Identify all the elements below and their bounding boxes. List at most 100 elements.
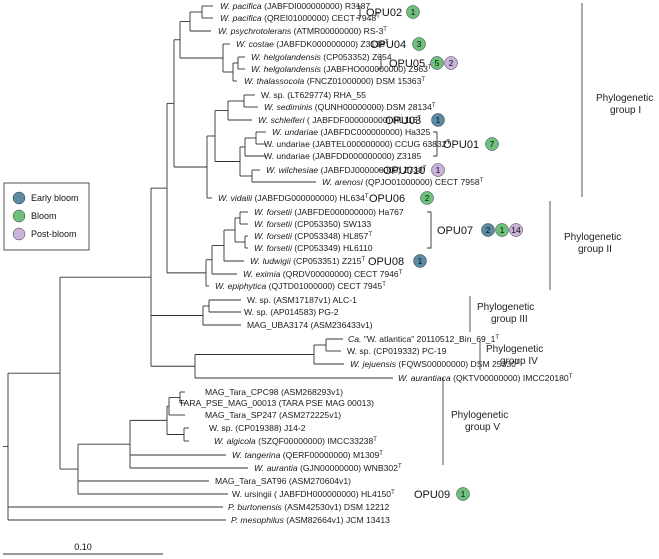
strain-info: (JABFDJ000000000) Z738 <box>318 165 423 175</box>
species-name: W. pacifica <box>220 1 262 11</box>
group-label: group III <box>491 314 528 325</box>
type-strain-mark: T <box>418 116 422 122</box>
leaf-label: MAG_Tara_SP247 (ASM272225v1) <box>205 410 341 420</box>
species-name: W. aurantia <box>254 463 298 473</box>
strain-info: ( JABFDF000000000) HL116 <box>304 115 417 125</box>
type-strain-mark: T <box>379 451 383 457</box>
strain-info: (QKTV00000000) IMCC20180 <box>451 373 569 383</box>
species-name: Ca. <box>348 334 361 344</box>
leaf-label: W. algicola (SZQF00000000) IMCC33238T <box>214 436 377 446</box>
type-strain-mark: T <box>376 14 380 20</box>
bloom-swatch <box>12 209 26 223</box>
strain-info: W. sp. (AP014583) PG-2 <box>244 307 339 317</box>
leaf-label: W. sp. (ASM17187v1) ALC-1 <box>247 295 357 305</box>
species-name: W. helgolandensis <box>251 64 322 74</box>
strain-info: (ASM42530v1) DSM 12212 <box>282 502 390 512</box>
species-name: W. forsetii <box>254 219 293 229</box>
strain-info: (ASM82664v1) JCM 13413 <box>284 515 390 525</box>
type-strain-mark: T <box>446 140 450 146</box>
group-label: group V <box>465 422 500 433</box>
early-bloom-swatch <box>12 191 26 205</box>
type-strain-mark: T <box>398 464 402 470</box>
leaf-label: W. undariae (JABFDD000000000) Z3185 <box>264 151 421 161</box>
strain-info: TARA_PSE_MAG_00013 (TARA PSE MAG 00013) <box>179 398 374 408</box>
strain-info: W. sp. (CP019332) PC-19 <box>347 346 447 356</box>
legend-label: Bloom <box>31 211 57 221</box>
species-name: W. forsetii <box>254 243 293 253</box>
type-strain-mark: T <box>432 103 436 109</box>
strain-info: (CP053348) HL857 <box>292 231 369 241</box>
bloom-count-badge <box>420 191 434 205</box>
leaf-label: P. mesophilus (ASM82664v1) JCM 13413 <box>231 515 390 525</box>
strain-info: W. undariae (JABTEL000000000) CCUG 63832 <box>264 139 447 149</box>
bloom-count-badge <box>431 163 445 177</box>
bloom-count-value: 2 <box>449 58 454 68</box>
species-name: W. wilchesiae <box>266 165 318 175</box>
leaf-label: W. schleiferi ( JABFDF000000000) HL116T <box>258 115 422 125</box>
leaf-label: W. tangerina (QERF00000000) M1309T <box>232 450 383 460</box>
bloom-count-value: 1 <box>436 165 441 175</box>
leaf-label: P. burtonensis (ASM42530v1) DSM 12212 <box>228 502 390 512</box>
leaf-label: W. ursingii ( JABFDH000000000) HL4150T <box>232 489 395 499</box>
opu-label: OPU05 <box>389 58 425 70</box>
leaf-label: W. pacifica (JABFDI000000000) R3187 <box>220 1 370 11</box>
bloom-count-value: 1 <box>500 225 505 235</box>
type-strain-mark: T <box>383 27 387 33</box>
species-name: W. vidalii <box>218 193 253 203</box>
strain-info: (CP053351) Z215 <box>291 256 362 266</box>
leaf-label: W. undariae (JABFDC000000000) Ha325 <box>272 127 430 137</box>
species-name: P. mesophilus <box>231 515 285 525</box>
leaf-label: W. forsetii (CP053350) SW133 <box>254 219 371 229</box>
leaf-label: W. sp. (AP014583) PG-2 <box>244 307 339 317</box>
leaf-label: W. forsetii (JABFDE000000000) Ha767 <box>254 207 404 217</box>
species-name: W. schleiferi <box>258 115 306 125</box>
leaf-label: W. costae (JABFDK000000000) Z3138T <box>236 39 389 49</box>
leaf-label: W. sp. (CP019332) PC-19 <box>347 346 447 356</box>
strain-info: W. sp. (ASM17187v1) ALC-1 <box>247 295 357 305</box>
strain-info: "W. atlantica" 20110512_Bin_69_1 <box>361 334 495 344</box>
strain-info: (QPJO01000000) CECT 7958 <box>363 177 480 187</box>
leaf-label: W. sediminis (QUNH00000000) DSM 28134T <box>264 102 436 112</box>
bloom-count-badge <box>495 223 509 237</box>
leaf-label: W. undariae (JABTEL000000000) CCUG 63832… <box>264 139 450 149</box>
bloom-count-value: 2 <box>486 225 491 235</box>
type-strain-mark: T <box>480 178 484 184</box>
type-strain-mark: T <box>423 166 427 172</box>
opu-label: OPU07 <box>437 225 473 237</box>
species-name: W. arenosi <box>322 177 364 187</box>
group-label: Phylogenetic <box>451 410 508 421</box>
strain-info: (GJN00000000) WNB302 <box>298 463 399 473</box>
leaf-label: TARA_PSE_MAG_00013 (TARA PSE MAG 00013) <box>179 398 374 408</box>
strain-info: MAG_UBA3174 (ASM236433v1) <box>247 320 373 330</box>
species-name: W. thalassocola <box>244 76 305 86</box>
leaf-label: W. arenosi (QPJO01000000) CECT 7958T <box>322 177 484 187</box>
opu-bracket <box>377 56 382 70</box>
strain-info: (JABFDG000000000) HL634 <box>252 193 365 203</box>
bloom-count-badge <box>431 113 445 127</box>
scale-bar-label: 0.10 <box>74 542 92 552</box>
species-name: P. burtonensis <box>228 502 283 512</box>
strain-info: (QERF00000000) M1309 <box>280 450 379 460</box>
strain-info: (JABFDC000000000) Ha325 <box>318 127 430 137</box>
group-label: Phylogenetic <box>596 93 653 104</box>
type-strain-mark: T <box>382 282 386 288</box>
leaf-label: MAG_UBA3174 (ASM236433v1) <box>247 320 373 330</box>
strain-info: (QJTD01000000) CECT 7945 <box>266 281 382 291</box>
leaf-label: W. pacifica (QREI01000000) CECT 7948T <box>220 13 380 23</box>
bloom-count-value: 1 <box>461 489 466 499</box>
strain-info: (JABFHO000000000) Z963 <box>321 64 428 74</box>
type-strain-mark: T <box>399 270 403 276</box>
leaf-label: W. psychrotolerans (ATMR00000000) RS-3T <box>218 26 387 36</box>
species-name: W. forsetii <box>254 207 293 217</box>
bloom-count-value: 14 <box>511 225 521 235</box>
opu-label: OPU02 <box>366 7 402 19</box>
species-name: W. epiphytica <box>215 281 266 291</box>
